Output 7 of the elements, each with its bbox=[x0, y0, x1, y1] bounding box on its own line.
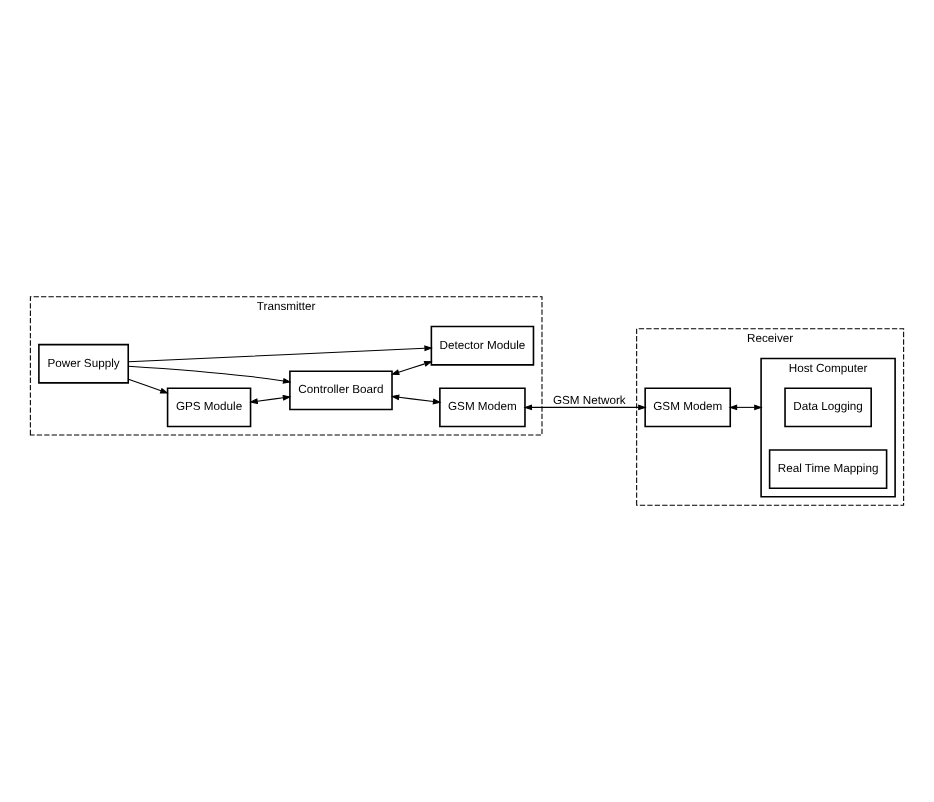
arrow bbox=[390, 361, 433, 375]
arrow bbox=[128, 345, 433, 363]
arrow bbox=[390, 394, 442, 405]
arrow bbox=[249, 394, 292, 405]
arrow bbox=[127, 378, 169, 394]
arrow bbox=[127, 365, 292, 384]
arrow bbox=[523, 404, 647, 411]
